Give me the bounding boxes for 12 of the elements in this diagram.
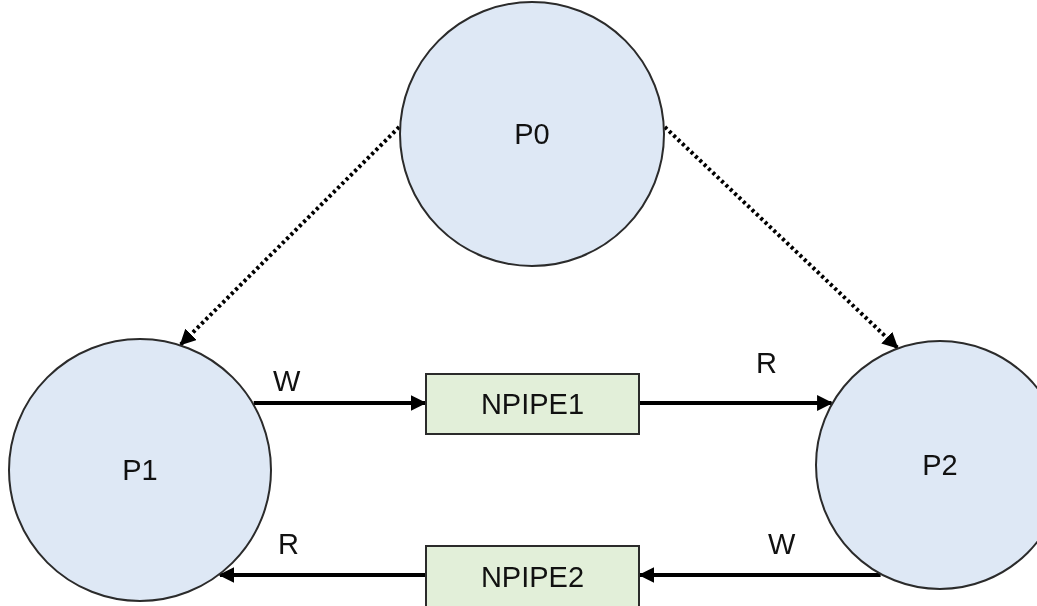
arrow	[253, 395, 427, 411]
node-label: NPIPE1	[480, 387, 585, 421]
pipe-box	[425, 545, 640, 606]
node-label: P1	[122, 453, 158, 487]
arrow	[218, 567, 425, 583]
node-label: P0	[514, 117, 550, 151]
dotted-arrow	[179, 125, 401, 346]
arrow	[640, 395, 834, 411]
pipe-box	[425, 373, 640, 435]
node-label: NPIPE2	[480, 560, 585, 594]
dotted-arrow	[663, 125, 899, 349]
node-label: P2	[922, 448, 958, 482]
